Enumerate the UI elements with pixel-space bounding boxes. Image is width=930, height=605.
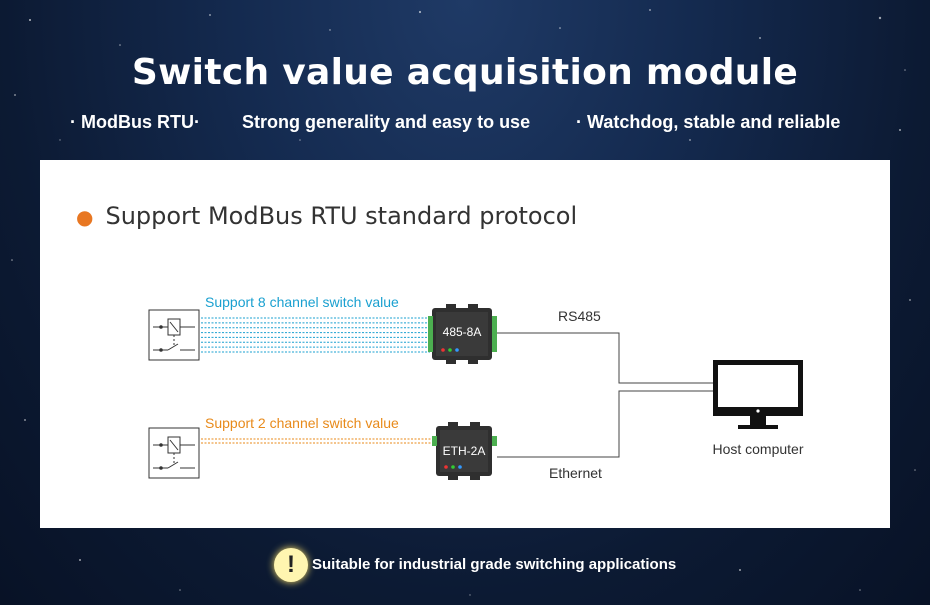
page-title: Switch value acquisition module [131, 52, 799, 93]
protocol-bullet: ● Support ModBus RTU standard protocol [76, 202, 577, 230]
ethernet-label: Ethernet [549, 465, 602, 481]
protocol-text: Support ModBus RTU standard protocol [105, 202, 578, 230]
top-channel-lines [201, 317, 430, 353]
device-label: 485-8A [443, 325, 482, 339]
feature-list: · ModBus RTU· Strong generality and easy… [0, 112, 930, 136]
feature-item: · ModBus RTU· [70, 112, 200, 132]
warning-icon: ! [274, 548, 308, 582]
device-label: ETH-2A [443, 444, 486, 458]
device-eth-2a: ETH-2A [432, 422, 497, 480]
diagram-panel: ● Support ModBus RTU standard protocol [40, 160, 890, 528]
relay-switch-icon [148, 427, 200, 479]
host-label: Host computer [712, 441, 803, 457]
connection-diagram: Support 8 channel switch value Support 2… [148, 294, 804, 481]
relay-switch-icon [148, 309, 200, 361]
bottom-channel-label: Support 2 channel switch value [205, 415, 399, 431]
bullet-dot-icon: ● [76, 205, 94, 229]
top-channel-label: Support 8 channel switch value [205, 294, 399, 310]
feature-item: Strong generality and easy to use [242, 112, 531, 132]
device-485-8a: 485-8A [428, 304, 497, 364]
footer-text: Suitable for industrial grade switching … [312, 556, 677, 573]
rs485-label: RS485 [558, 308, 601, 324]
rs485-connection [497, 332, 716, 384]
ethernet-connection [497, 390, 716, 458]
monitor-icon [713, 360, 803, 429]
bottom-channel-lines [201, 438, 434, 444]
feature-item: · Watchdog, stable and reliable [576, 112, 841, 132]
